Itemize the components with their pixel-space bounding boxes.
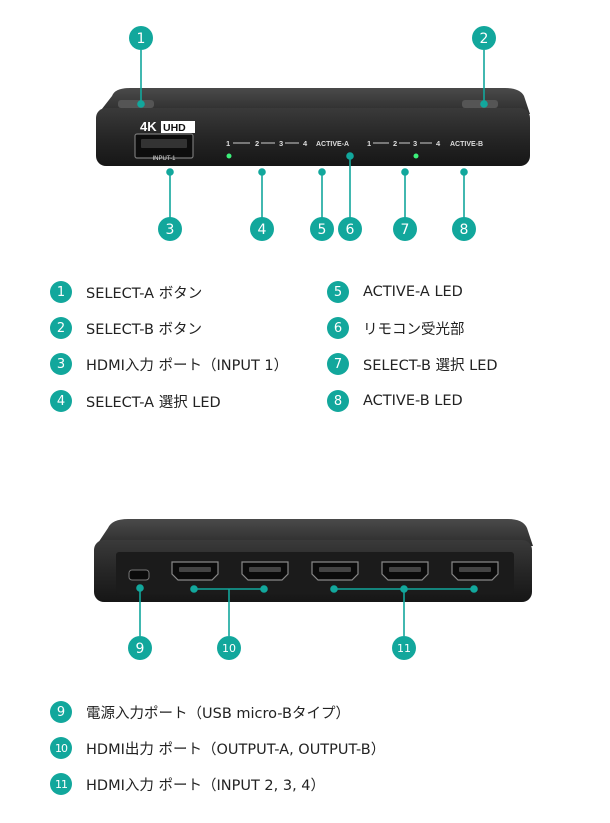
device-front: 4K UHD INPUT-1 1 2 3 4 ACTIVE-A 1 2 3 4 … <box>96 88 530 166</box>
callout-9 <box>128 636 152 660</box>
legend-label-3: HDMI入力 ポート（INPUT 1） <box>86 357 289 374</box>
callout-10 <box>217 636 241 660</box>
callout-1-number: 1 <box>137 31 146 47</box>
legend-badge-9: 9 <box>50 701 72 723</box>
active-b-label: ACTIVE-B <box>450 141 483 148</box>
logo-uhd-box <box>161 121 195 133</box>
legend-item-4: 4 SELECT-A 選択 LED <box>50 389 221 413</box>
legend-badge-1: 1 <box>50 281 72 303</box>
active-a-label: ACTIVE-A <box>316 141 349 148</box>
device-front-body <box>96 108 530 166</box>
callout-7-number: 7 <box>401 222 410 238</box>
device-rear-top <box>96 519 533 546</box>
callout-5-number: 5 <box>318 222 327 238</box>
legend-item-11: 11 HDMI入力 ポート（INPUT 2, 3, 4） <box>50 772 325 796</box>
callout-4 <box>250 217 274 241</box>
legend-item-6: 6 リモコン受光部 <box>327 316 465 340</box>
select-a-button <box>118 100 154 108</box>
legend-badge-7: 7 <box>327 353 349 375</box>
legend-badge-6: 6 <box>327 317 349 339</box>
legend-label-2: SELECT-B ボタン <box>86 321 203 338</box>
callout-8 <box>452 217 476 241</box>
legend-item-2: 2 SELECT-B ボタン <box>50 316 202 340</box>
legend-item-1: 1 SELECT-A ボタン <box>50 280 202 304</box>
legend-label-7: SELECT-B 選択 LED <box>363 357 498 374</box>
logo-4k: 4K <box>140 119 157 134</box>
legend-label-6: リモコン受光部 <box>363 321 465 338</box>
callout-11 <box>392 636 416 660</box>
input-1-label: INPUT-1 <box>152 156 176 162</box>
callout-2-number: 2 <box>480 31 489 47</box>
callout-4-number: 4 <box>258 222 267 238</box>
legend-label-1: SELECT-A ボタン <box>86 285 203 302</box>
legend-badge-4: 4 <box>50 390 72 412</box>
callout-3 <box>158 217 182 241</box>
callout-6-number: 6 <box>346 222 355 238</box>
legend-item-3: 3 HDMI入力 ポート（INPUT 1） <box>50 352 288 376</box>
legend-label-8: ACTIVE-B LED <box>363 393 463 409</box>
legend-label-5: ACTIVE-A LED <box>363 284 463 300</box>
legend-item-9: 9 電源入力ポート（USB micro-Bタイプ） <box>50 700 350 724</box>
led-b-2-label: 2 <box>393 139 397 148</box>
device-front-top <box>98 88 530 114</box>
legend-badge-2: 2 <box>50 317 72 339</box>
callout-9-number: 9 <box>136 641 145 657</box>
legend-item-5: 5 ACTIVE-A LED <box>327 280 463 304</box>
usb-micro-b-port <box>128 569 150 581</box>
select-b-button <box>462 100 498 108</box>
callout-8-number: 8 <box>460 222 469 238</box>
callout-5 <box>310 217 334 241</box>
legend-label-10: HDMI出力 ポート（OUTPUT-A, OUTPUT-B） <box>86 741 386 758</box>
callout-2 <box>472 26 496 50</box>
led-a-1-label: 1 <box>226 139 230 148</box>
callout-10-number: 10 <box>222 642 236 655</box>
legend-badge-11: 11 <box>50 773 72 795</box>
legend-badge-3: 3 <box>50 353 72 375</box>
legend-label-9: 電源入力ポート（USB micro-Bタイプ） <box>86 705 350 722</box>
callout-6 <box>338 217 362 241</box>
callout-11-number: 11 <box>397 642 411 655</box>
legend-badge-8: 8 <box>327 390 349 412</box>
rear-leaders <box>136 584 478 636</box>
device-rear <box>94 519 533 602</box>
led-a-1-lit <box>226 153 232 159</box>
led-b-3-lit <box>413 153 419 159</box>
led-b-1-label: 1 <box>367 139 371 148</box>
callout-3-number: 3 <box>166 222 175 238</box>
led-b-4-label: 4 <box>436 139 441 148</box>
hdmi-input-1-inner <box>141 139 187 148</box>
callout-1 <box>129 26 153 50</box>
legend-item-7: 7 SELECT-B 選択 LED <box>327 352 498 376</box>
logo-uhd: UHD <box>163 122 186 134</box>
led-b-3-label: 3 <box>413 139 417 148</box>
led-a-2-label: 2 <box>255 139 259 148</box>
legend-badge-10: 10 <box>50 737 72 759</box>
legend-badge-5: 5 <box>327 281 349 303</box>
legend-label-11: HDMI入力 ポート（INPUT 2, 3, 4） <box>86 777 326 794</box>
front-leaders <box>137 50 488 218</box>
led-a-3-label: 3 <box>279 139 283 148</box>
callout-7 <box>393 217 417 241</box>
legend-item-10: 10 HDMI出力 ポート（OUTPUT-A, OUTPUT-B） <box>50 736 385 760</box>
legend-label-4: SELECT-A 選択 LED <box>86 394 221 411</box>
legend-item-8: 8 ACTIVE-B LED <box>327 389 463 413</box>
led-a-4-label: 4 <box>303 139 308 148</box>
